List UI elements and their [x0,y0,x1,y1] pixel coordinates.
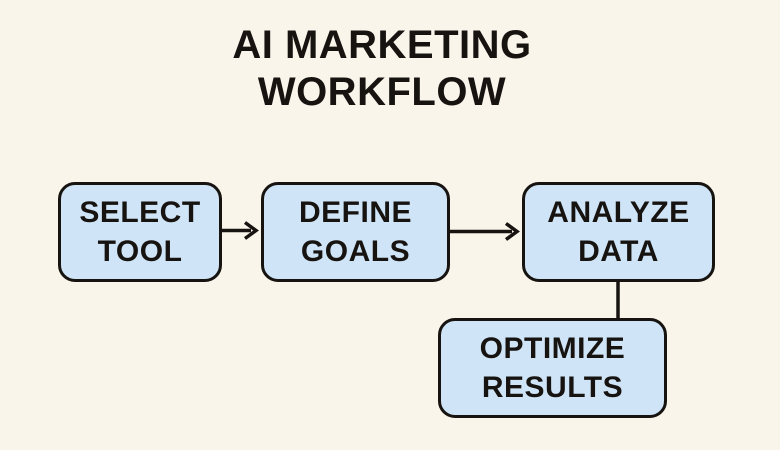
node-define-goals: DEFINE GOALS [261,182,450,282]
node-select-tool: SELECT TOOL [58,182,222,282]
node-label: OPTIMIZE RESULTS [479,332,626,404]
node-optimize-results: OPTIMIZE RESULTS [438,318,667,418]
page-title-text: AI MARKETING WORKFLOW [232,23,532,114]
node-label: DEFINE GOALS [298,196,412,268]
node-label: ANALYZE DATA [547,196,690,268]
arrowhead-icon [504,222,520,241]
page-title: AI MARKETING WORKFLOW [0,22,764,116]
node-label: SELECT TOOL [79,196,201,268]
arrowhead-icon [243,221,259,240]
edge-define-goals-to-analyze-data [450,222,520,241]
edge-select-tool-to-define-goals [222,221,259,240]
node-analyze-data: ANALYZE DATA [522,182,715,282]
